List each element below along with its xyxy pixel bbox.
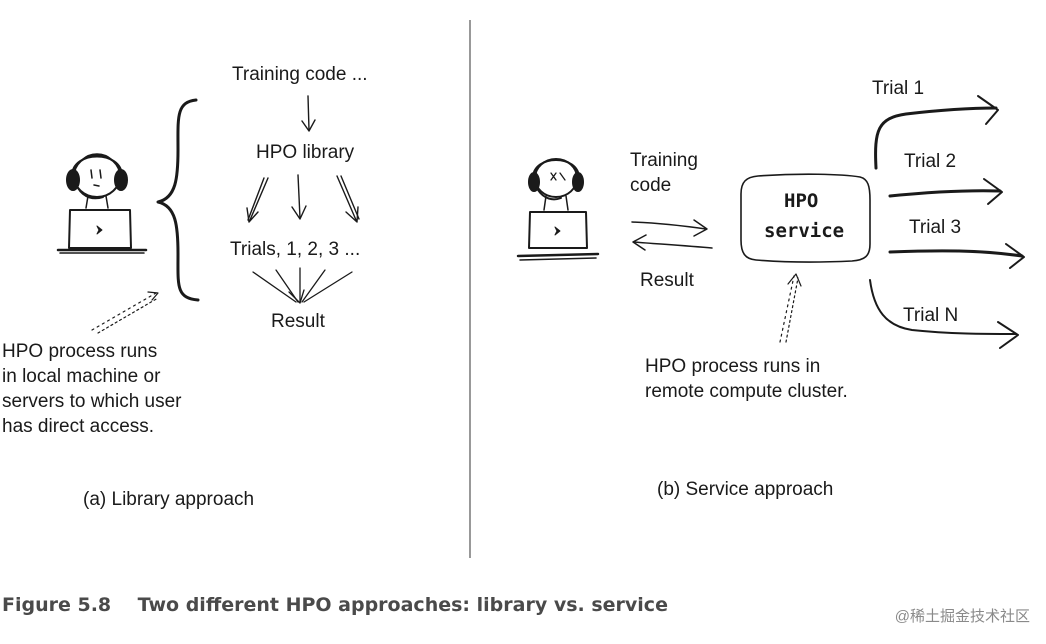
trials-label: Trials, 1, 2, 3 ... — [230, 239, 360, 260]
curly-brace — [156, 98, 200, 302]
trial-arrows — [869, 95, 1025, 349]
library-caption: (a) Library approach — [83, 489, 254, 510]
service-result-label: Result — [640, 270, 695, 291]
trial-2-label: Trial 2 — [904, 151, 956, 172]
arrow-result-from-service — [633, 241, 713, 249]
library-panel: Training code ... HPO library Trials, 1,… — [2, 64, 368, 510]
library-result-label: Result — [271, 311, 326, 332]
hpo-library-label: HPO library — [256, 142, 355, 163]
trial-3-label: Trial 3 — [909, 217, 961, 238]
arrow-code-to-library — [307, 95, 310, 131]
library-note-line-3: servers to which user — [2, 391, 182, 412]
service-panel: Training code Result HPO service Trial 1 — [516, 78, 1025, 500]
library-note-line-2: in local machine or — [2, 366, 161, 387]
watermark-text: @稀土掘金技术社区 — [895, 608, 1030, 625]
service-training-code-line-1: Training — [630, 150, 698, 171]
user-at-laptop-icon-2 — [516, 158, 600, 261]
service-note-line-1: HPO process runs in — [645, 356, 820, 377]
service-training-code-line-2: code — [630, 175, 671, 196]
arrows-trials-to-result — [252, 267, 353, 304]
trial-n-label: Trial N — [903, 305, 958, 326]
dotted-pointer-arrow — [91, 292, 157, 331]
service-caption: (b) Service approach — [657, 479, 833, 500]
service-note-line-2: remote compute cluster. — [645, 381, 848, 402]
figure-caption: Figure 5.8 Two different HPO approaches:… — [2, 594, 668, 616]
trial-1-label: Trial 1 — [872, 78, 924, 99]
hpo-service-line-2: service — [764, 220, 844, 242]
library-note-line-1: HPO process runs — [2, 341, 157, 362]
hpo-service-line-1: HPO — [784, 190, 818, 212]
dotted-pointer-arrow-2 — [779, 275, 795, 343]
library-note-line-4: has direct access. — [2, 416, 154, 437]
hpo-service-box — [740, 173, 871, 263]
arrow-request-to-service — [631, 221, 707, 230]
user-at-laptop-icon — [56, 153, 148, 254]
library-training-code-label: Training code ... — [232, 64, 368, 85]
arrows-library-to-trials — [246, 174, 360, 223]
